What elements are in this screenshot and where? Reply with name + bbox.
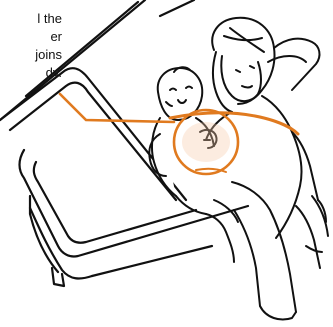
callout-pointer-line xyxy=(60,94,174,122)
skin-tint-area xyxy=(182,122,230,162)
baby-figure xyxy=(149,67,238,262)
